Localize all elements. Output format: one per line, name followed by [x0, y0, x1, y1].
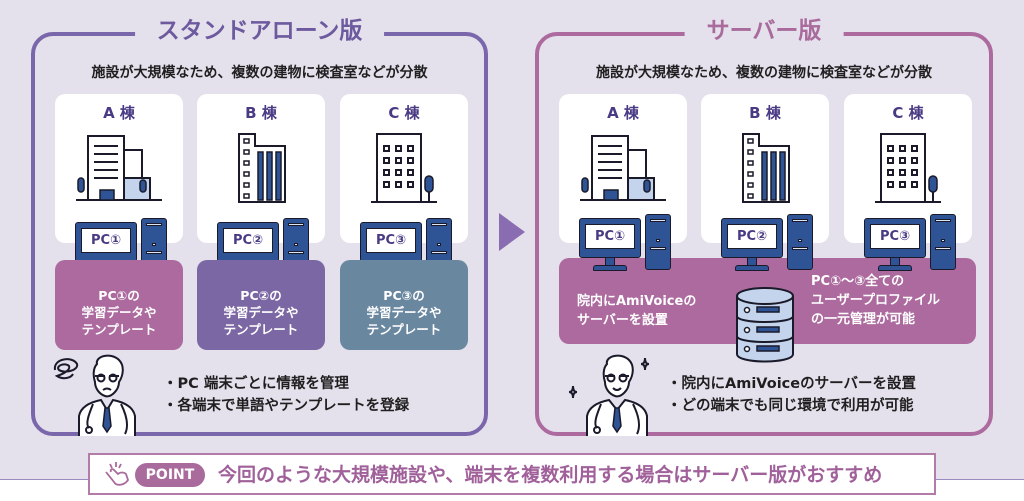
confused-doctor-icon	[53, 354, 136, 436]
monitor-icon: PC①	[75, 222, 137, 262]
server-panel: サーバー版 施設が大規模なため、複数の建物に検査室などが分散 A 棟 B 棟 C…	[535, 14, 993, 436]
bullet-item: ・どの端末でも同じ環境で利用が可能	[667, 398, 914, 414]
server-subtitle: 施設が大規模なため、複数の建物に検査室などが分散	[596, 65, 932, 81]
monitor-icon: PC②	[721, 218, 783, 258]
building-label: C 棟	[892, 104, 924, 122]
monitor-icon: PC③	[360, 222, 422, 262]
bullet-item: ・院内にAmiVoiceのサーバーを設置	[667, 376, 916, 392]
standalone-bullets: ・PC 端末ごとに情報を管理 ・各端末で単語やテンプレートを登録	[163, 373, 409, 417]
apartment-building-icon	[875, 133, 941, 203]
server-bullets: ・院内にAmiVoiceのサーバーを設置 ・どの端末でも同じ環境で利用が可能	[667, 373, 916, 417]
building-label: A 棟	[103, 104, 135, 122]
pc-tower-icon	[930, 214, 956, 270]
bullet-item: ・PC 端末ごとに情報を管理	[163, 376, 349, 392]
apartment-building-icon	[371, 133, 437, 203]
pc-3: PC③	[864, 214, 960, 284]
standalone-title: スタンドアローン版	[134, 14, 385, 48]
office-building-icon	[580, 135, 666, 201]
monitor-icon: PC①	[579, 218, 641, 258]
point-message: 今回のような大規模施設や、端末を複数利用する場合はサーバー版がおすすめ	[218, 464, 883, 486]
office-building-icon	[76, 135, 162, 201]
tall-building-icon	[742, 133, 790, 203]
server-database-icon	[736, 287, 794, 363]
central-management-text: PC①〜③全ての ユーザープロファイル の一元管理が可能	[811, 274, 940, 327]
building-label: C 棟	[388, 104, 420, 122]
happy-doctor-icon	[568, 354, 650, 436]
point-badge: POINT	[135, 463, 205, 487]
pc-tower-icon	[645, 214, 671, 270]
standalone-subtitle: 施設が大規模なため、複数の建物に検査室などが分散	[91, 65, 428, 81]
pc3-data-box: PC③の 学習データや テンプレート	[340, 260, 468, 350]
point-banner: POINT 今回のような大規模施設や、端末を複数利用する場合はサーバー版がおすす…	[88, 453, 936, 495]
monitor-icon: PC③	[864, 218, 926, 258]
standalone-panel: スタンドアローン版 施設が大規模なため、複数の建物に検査室などが分散 A 棟 B…	[31, 14, 488, 436]
monitor-icon: PC②	[217, 222, 279, 262]
pointing-hand-icon	[105, 462, 129, 486]
server-title: サーバー版	[684, 14, 844, 48]
pc1-data-box: PC①の 学習データや テンプレート	[55, 260, 183, 350]
building-label: A 棟	[607, 104, 639, 122]
bullet-item: ・各端末で単語やテンプレートを登録	[163, 398, 410, 414]
arrow-right-icon	[499, 213, 525, 251]
pc-tower-icon	[787, 214, 813, 270]
pc-2: PC②	[721, 214, 817, 284]
pc2-data-box: PC②の 学習データや テンプレート	[197, 260, 325, 350]
server-setup-text: 院内にAmiVoiceの サーバーを設置	[577, 294, 697, 328]
building-label: B 棟	[245, 104, 277, 122]
building-label: B 棟	[749, 104, 781, 122]
tall-building-icon	[238, 133, 286, 203]
pc-1: PC①	[579, 214, 675, 284]
